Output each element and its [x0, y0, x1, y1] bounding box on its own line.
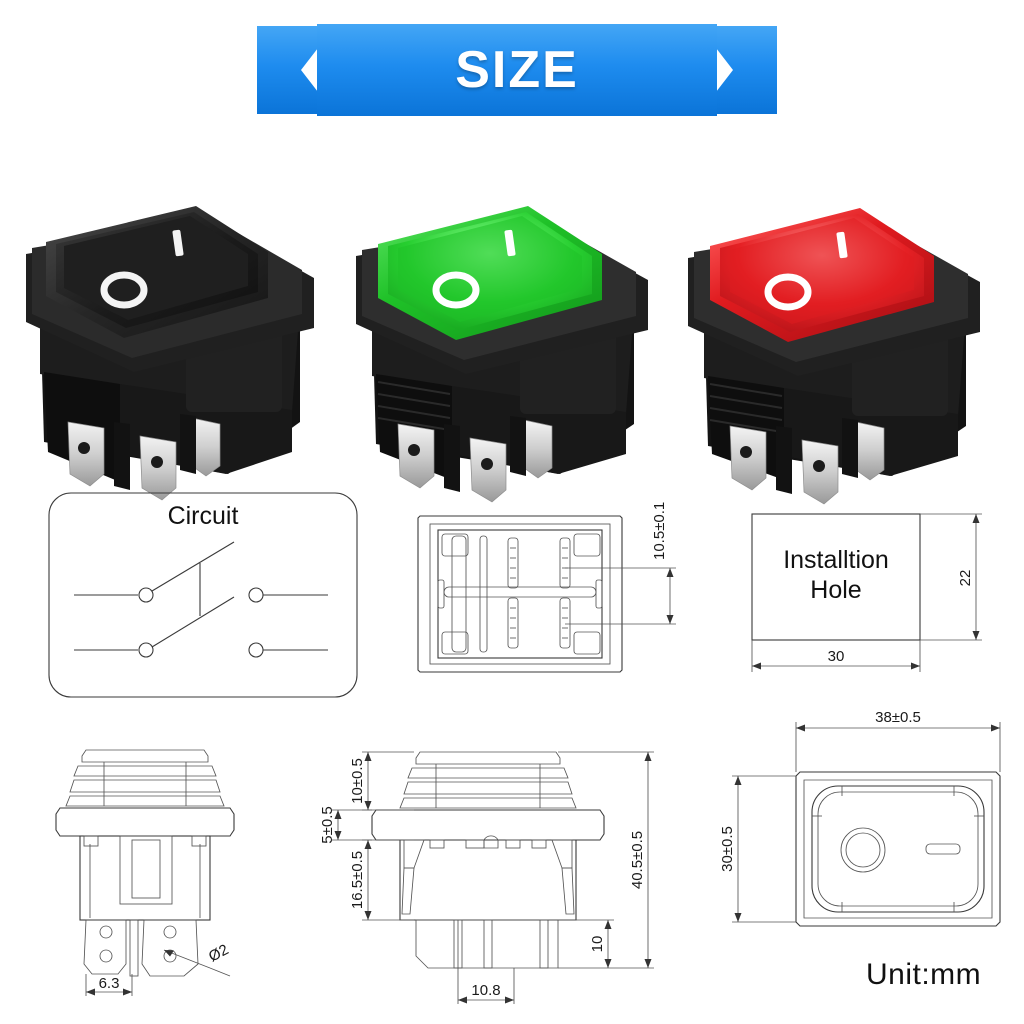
dim-total-height: 40.5±0.5: [629, 831, 646, 889]
front-view-drawing: 10±0.5 5±0.5 16.5±0.5 40.5±0.5 10: [318, 736, 670, 1014]
dim-terminal-width: 6.3: [99, 975, 120, 992]
installation-hole-title-line2: Hole: [810, 576, 861, 604]
dim-terminal-span: 10.5±0.1: [651, 502, 668, 560]
circuit-diagram: Circuit: [48, 492, 358, 698]
dim-bezel-top: 10±0.5: [349, 758, 366, 804]
product-photo-red-switch: [668, 118, 998, 505]
banner-label: SIZE: [455, 41, 579, 99]
dim-top-width: 38±0.5: [875, 709, 921, 726]
dim-hole-diameter: Ø2: [206, 941, 232, 965]
top-view-drawing: 38±0.5 30±0.5: [700, 700, 1024, 960]
unit-label: Unit:mm: [866, 958, 982, 991]
product-photo-green-switch: [340, 118, 662, 503]
dim-terminal-length: 10: [589, 936, 606, 953]
dim-body-height: 16.5±0.5: [349, 851, 366, 909]
side-view-drawing: Ø2 6.3: [34, 736, 304, 1004]
dim-hole-height: 22: [957, 570, 974, 587]
circuit-title: Circuit: [168, 502, 239, 530]
bottom-view-drawing: 10.5±0.1: [408, 498, 708, 688]
installation-hole-title-line1: Installtion: [783, 546, 889, 574]
dim-terminal-pitch: 10.8: [471, 982, 500, 999]
dim-flange: 5±0.5: [319, 806, 336, 843]
dim-hole-width: 30: [828, 648, 845, 665]
product-photo-black-switch: [14, 122, 324, 501]
size-banner: SIZE: [257, 22, 777, 118]
installation-hole-drawing: Installtion Hole 22 30: [730, 500, 1015, 690]
dim-top-height: 30±0.5: [719, 826, 736, 872]
